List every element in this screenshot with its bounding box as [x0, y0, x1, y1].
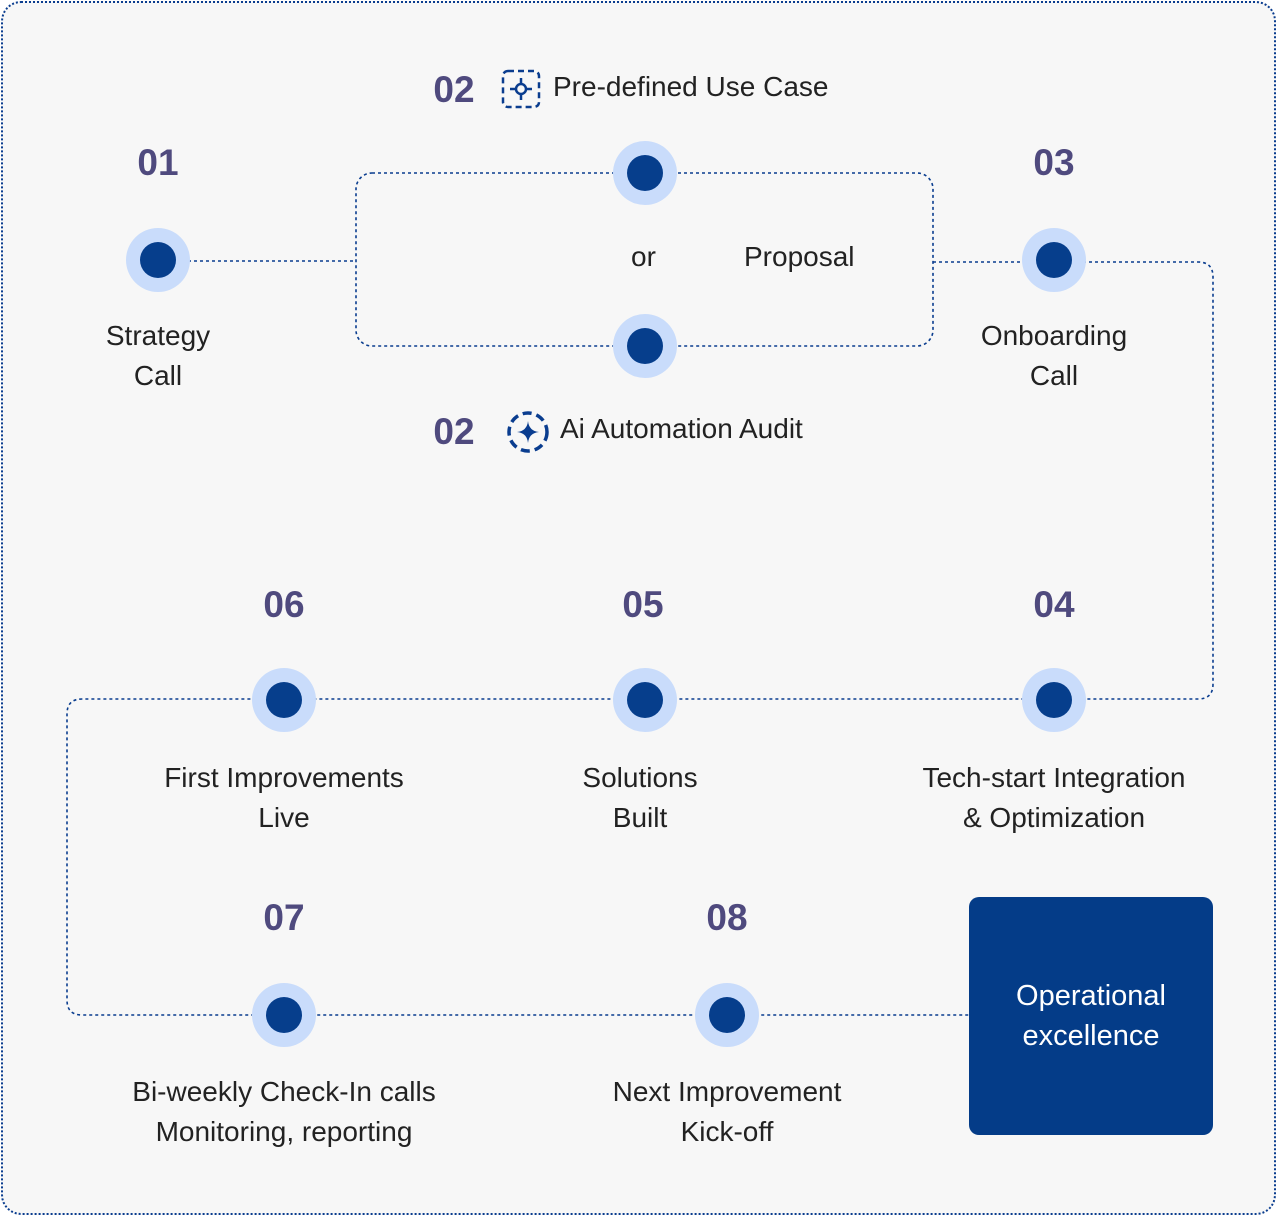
dashed-target-icon [501, 69, 541, 109]
step-01-node [126, 228, 190, 292]
step-04-label: Tech-start Integration & Optimization [922, 762, 1186, 833]
step-04-number: 04 [1033, 584, 1075, 625]
step-02a-node [613, 141, 677, 205]
step-03-node [1022, 228, 1086, 292]
step-06-number: 06 [263, 584, 305, 625]
branch-or-text: or [631, 241, 656, 272]
step-08-label: Next Improvement Kick-off [612, 1076, 842, 1147]
step-04-node [1022, 668, 1086, 732]
step-02a-title: Pre-defined Use Case [553, 71, 829, 102]
sparkle-cycle-icon [507, 411, 549, 453]
step-06-node [252, 668, 316, 732]
step-07-node [252, 983, 316, 1047]
step-01-number: 01 [137, 142, 179, 183]
step-07-number: 07 [263, 897, 305, 938]
step-07-label: Bi-weekly Check-In calls Monitoring, rep… [132, 1076, 436, 1147]
step-01-label: Strategy Call [105, 320, 211, 391]
operational-excellence-box: Operational excellence [969, 897, 1213, 1135]
step-05-label: Solutions Built [582, 762, 698, 833]
step-08-number: 08 [706, 897, 748, 938]
step-02b-node [613, 314, 677, 378]
step-03-number: 03 [1033, 142, 1075, 183]
step-08-node [695, 983, 759, 1047]
step-05-number: 05 [622, 584, 664, 625]
branch-proposal-text: Proposal [744, 241, 855, 272]
step-05-node [613, 668, 677, 732]
step-02b-title: Ai Automation Audit [560, 413, 803, 444]
step-02b-number: 02 [433, 411, 475, 452]
step-06-label: First Improvements Live [164, 762, 404, 833]
step-03-label: Onboarding Call [980, 320, 1128, 391]
step-02a-number: 02 [433, 69, 475, 110]
